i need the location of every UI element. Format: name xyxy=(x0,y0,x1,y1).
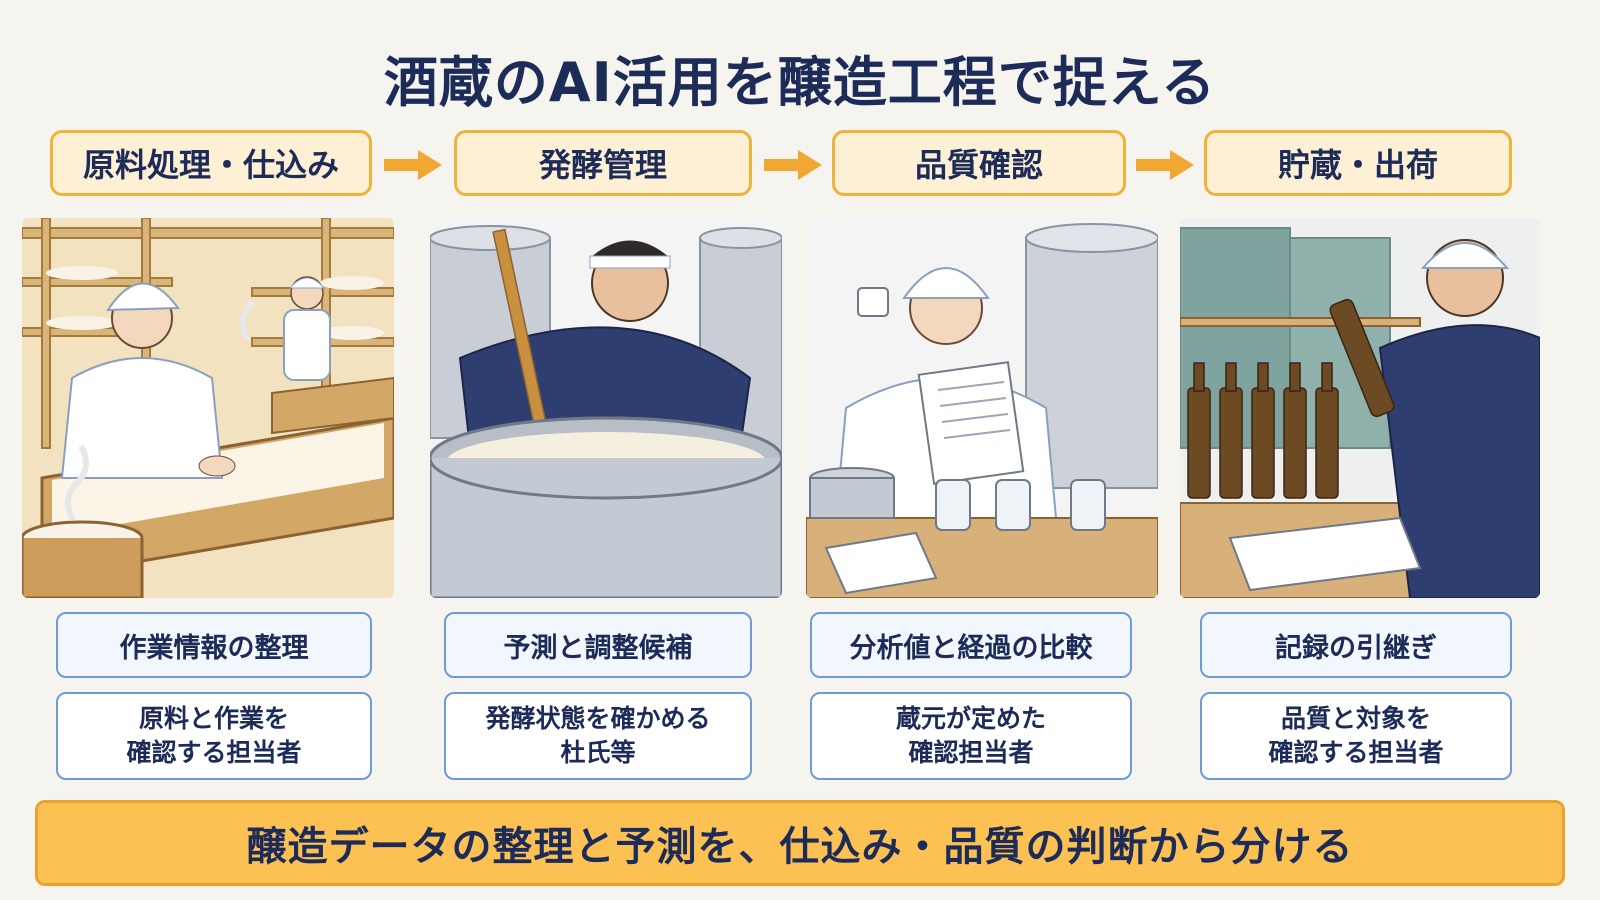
arrow-right-icon xyxy=(764,150,822,180)
arrow-right-icon xyxy=(1136,150,1194,180)
step-header-fermentation: 発酵管理 xyxy=(454,130,752,196)
role-line: 品質と対象を xyxy=(1280,704,1431,733)
role-line: 確認担当者 xyxy=(908,738,1034,767)
illustration-fermentation xyxy=(430,218,782,598)
role-box: 発酵状態を確かめる 杜氏等 xyxy=(444,692,752,780)
page-title: 酒蔵のAI活用を醸造工程で捉える xyxy=(383,51,1217,114)
role-line: 杜氏等 xyxy=(560,738,636,767)
illustration-rice-preparation xyxy=(22,218,394,598)
illustration-quality-check xyxy=(806,218,1158,598)
role-line: 蔵元が定めた xyxy=(895,704,1046,733)
step-header-quality: 品質確認 xyxy=(832,130,1126,196)
role-box: 原料と作業を 確認する担当者 xyxy=(56,692,372,780)
role-box: 品質と対象を 確認する担当者 xyxy=(1200,692,1512,780)
arrow-right-icon xyxy=(384,150,442,180)
function-box: 分析値と経過の比較 xyxy=(810,612,1132,678)
function-box: 記録の引継ぎ xyxy=(1200,612,1512,678)
illustration-storage-shipping xyxy=(1180,218,1540,598)
role-box: 蔵元が定めた 確認担当者 xyxy=(810,692,1132,780)
step-header-storage: 貯蔵・出荷 xyxy=(1204,130,1512,196)
bottom-message-banner: 醸造データの整理と予測を、仕込み・品質の判断から分ける xyxy=(35,800,1565,886)
role-line: 確認する担当者 xyxy=(126,738,302,767)
role-line: 発酵状態を確かめる xyxy=(485,704,711,733)
step-header-preparation: 原料処理・仕込み xyxy=(50,130,372,196)
function-box: 作業情報の整理 xyxy=(56,612,372,678)
function-box: 予測と調整候補 xyxy=(444,612,752,678)
role-line: 原料と作業を xyxy=(138,704,289,733)
role-line: 確認する担当者 xyxy=(1268,738,1444,767)
